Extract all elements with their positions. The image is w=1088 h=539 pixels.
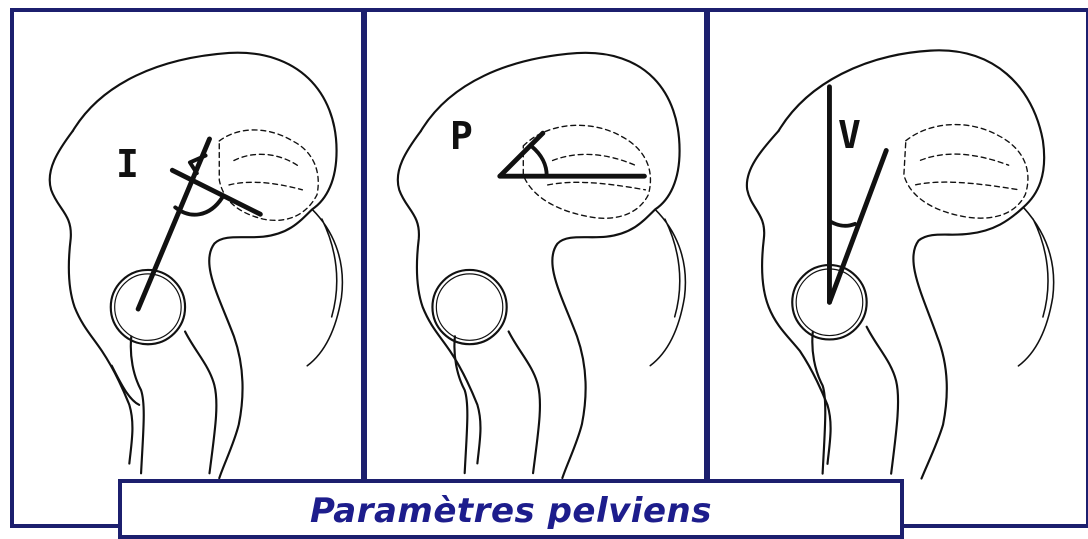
pelvis-drawing-pente [367, 12, 704, 524]
sacrum-column-outline [1018, 207, 1053, 366]
incidence-line-femoral [138, 139, 209, 309]
pente-angle-arc [531, 146, 547, 176]
femur-outline [812, 327, 898, 474]
sacrum-dashed-outline [523, 125, 650, 218]
version-angle-arc [829, 221, 854, 226]
sacrum-column-outline [307, 209, 342, 365]
sacrum-dashed-outline [219, 130, 318, 220]
iliac-wing-outline [779, 50, 1045, 478]
panel-version: V [706, 8, 1088, 528]
caption-title: Paramètres pelviens [122, 491, 900, 531]
sacrum-dashed-outline [904, 125, 1028, 219]
caption-box: Paramètres pelviens [118, 479, 904, 539]
sacrum-column-outline [650, 209, 685, 365]
label-incidence: I [116, 145, 139, 183]
label-version: V [838, 116, 861, 154]
pelvis-drawing-incidence [14, 12, 361, 524]
panel-incidence: I [10, 8, 365, 528]
pelvis-drawing-version [710, 12, 1086, 524]
iliac-wing-outline [73, 53, 337, 478]
pente-line-sacral [500, 133, 543, 176]
femur-outline [454, 331, 540, 473]
label-pente: P [450, 117, 473, 155]
femoral-head [432, 270, 506, 344]
anterior-pelvis-outline [747, 131, 831, 464]
panel-pente: P [363, 8, 708, 528]
femur-outline [131, 332, 217, 474]
